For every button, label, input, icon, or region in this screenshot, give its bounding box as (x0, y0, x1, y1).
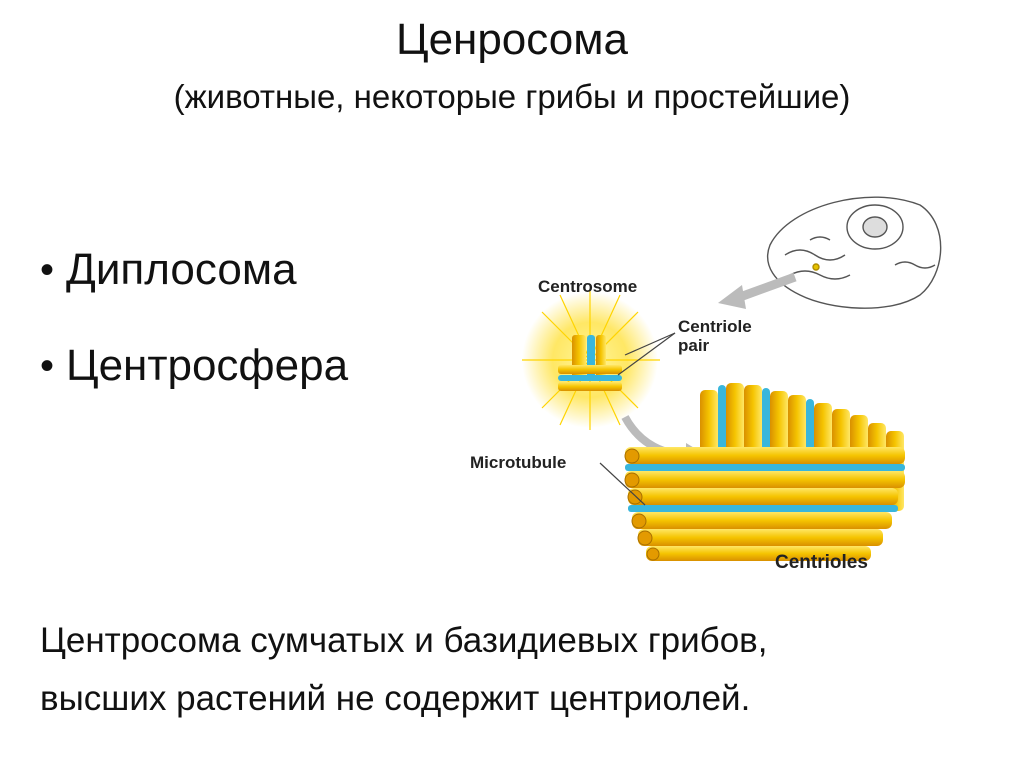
label-microtubule: Microtubule (470, 453, 566, 472)
bullet-item-centrosphere: • Центросфера (40, 340, 348, 392)
footer-line-1: Центросома сумчатых и базидиевых грибов, (40, 621, 768, 660)
arrow-head-icon (718, 285, 746, 309)
slide-title: Ценросома (396, 15, 628, 64)
centrosome-illustration: Centrosome Centriole pair Microtubule Ce… (470, 196, 942, 573)
footer-line-2: высших растений не содержит центриолей. (40, 679, 751, 718)
bullet-list: • Диплосома • Центросфера (40, 244, 348, 436)
bullet-item-diplosome: • Диплосома (40, 244, 348, 296)
footer-note: Центросома сумчатых и базидиевых грибов,… (40, 612, 1000, 728)
label-pair: pair (678, 336, 710, 355)
label-centrioles: Centrioles (775, 552, 868, 573)
bullet-icon: • (40, 248, 55, 292)
centriole-pair-icon (558, 335, 622, 391)
bullet-text: Диплосома (66, 245, 297, 294)
animal-cell-sketch (766, 196, 942, 309)
label-centriole: Centriole (678, 317, 752, 336)
bullet-icon: • (40, 344, 55, 388)
label-centrosome: Centrosome (538, 277, 637, 296)
centriole-horizontal-bundle (624, 447, 905, 561)
slide-subtitle: (животные, некоторые грибы и простейшие) (173, 78, 851, 115)
arrow-icon (738, 272, 797, 302)
bullet-text: Центросфера (66, 341, 349, 390)
